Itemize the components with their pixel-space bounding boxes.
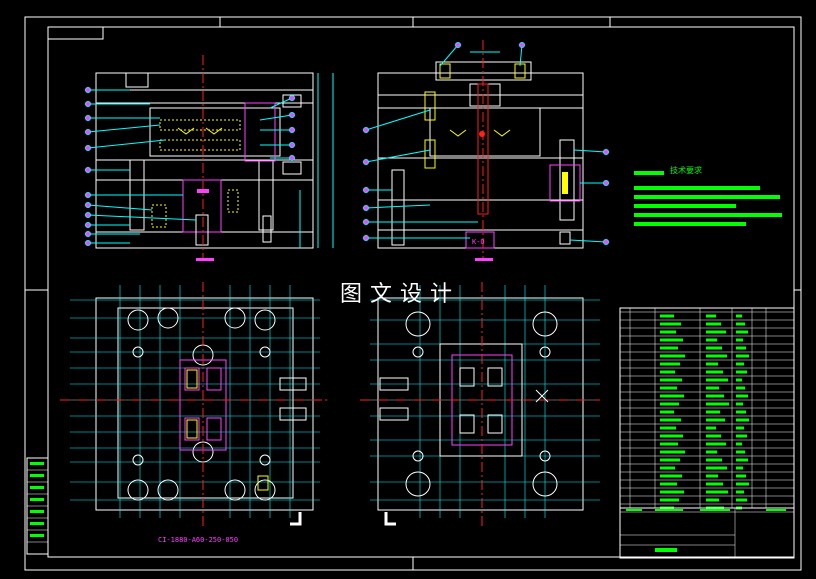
bom-cell-text — [736, 426, 744, 430]
bom-cell-text — [706, 466, 727, 470]
bom-cell-text — [736, 378, 742, 382]
bom-cell-text — [706, 442, 726, 446]
side-section-view — [377, 40, 584, 261]
bom-cell-text — [736, 482, 749, 486]
corner-bracket-icon — [384, 512, 396, 526]
bom-cell-text — [706, 386, 719, 390]
bom-cell-text — [736, 314, 742, 318]
tech-req-title: 技术要求 — [670, 166, 702, 175]
bom-cell-text — [706, 410, 720, 414]
bom-cell-text — [736, 418, 749, 422]
bom-cell-text — [660, 426, 676, 430]
leader-balloons-side — [363, 42, 609, 245]
bom-cell-text — [660, 338, 683, 342]
bom-cell-text — [660, 346, 678, 350]
bom-cell-text — [736, 330, 748, 334]
bom-cell-text — [706, 346, 722, 350]
bom-cell-text — [736, 346, 746, 350]
bom-cell-text — [660, 314, 674, 318]
bom-cell-text — [706, 370, 723, 374]
bom-cell-text — [660, 410, 674, 414]
bom-cell-text — [736, 362, 744, 366]
bom-cell-text — [660, 466, 675, 470]
bom-cell-text — [736, 490, 744, 494]
front-section-view — [95, 55, 334, 261]
bom-cell-text — [736, 394, 748, 398]
bom-cell-text — [706, 426, 716, 430]
bom-cell-text — [660, 330, 676, 334]
bom-cell-text — [736, 386, 745, 390]
bom-cell-text — [706, 362, 718, 366]
bom-cell-text — [660, 378, 682, 382]
bom-cell-text — [660, 490, 684, 494]
bom-cell-text — [706, 378, 728, 382]
moving-half-plan-view — [60, 282, 330, 528]
bom-cell-text — [736, 474, 746, 478]
sheet-center-marks — [25, 17, 801, 570]
bom-cell-text — [706, 418, 725, 422]
section-mark: K-O — [472, 238, 485, 246]
fixed-half-plan-view — [360, 282, 600, 528]
bom-cell-text — [706, 314, 716, 318]
leader-balloons-front — [85, 87, 295, 246]
part-number-label: CI-1880-A60-250-050 — [158, 536, 239, 544]
bom-cell-text — [660, 434, 683, 438]
bom-cell-text — [736, 498, 747, 502]
cross-mark-icon — [535, 389, 549, 403]
bom-cell-text — [660, 498, 679, 502]
bom-cell-text — [660, 418, 681, 422]
bom-cell-text — [736, 410, 746, 414]
bom-cell-text — [660, 362, 680, 366]
bom-cell-text — [736, 354, 749, 358]
bom-cell-text — [660, 370, 675, 374]
bom-cell-text — [706, 482, 723, 486]
bom-cell-text — [736, 458, 748, 462]
technical-requirements-block — [634, 171, 782, 226]
bom-cell-text — [660, 442, 678, 446]
bom-cell-text — [736, 466, 743, 470]
bom-cell-text — [660, 354, 685, 358]
corner-label-box — [47, 26, 104, 40]
bom-cell-text — [706, 338, 717, 342]
bom-cell-text — [736, 434, 747, 438]
watermark-text: 图文设计 — [340, 282, 461, 307]
bom-cell-text — [706, 474, 718, 478]
bom-cell-text — [706, 458, 722, 462]
bom-cell-text — [660, 482, 677, 486]
bom-cell-text — [706, 434, 721, 438]
bom-cell-text — [736, 370, 747, 374]
bill-of-materials — [619, 307, 795, 559]
corner-bracket-icon — [290, 512, 302, 526]
bom-cell-text — [706, 498, 719, 502]
bom-cell-text — [706, 330, 726, 334]
bom-cell-text — [660, 402, 679, 406]
bom-cell-text — [660, 394, 684, 398]
bom-cell-text — [706, 354, 727, 358]
bom-cell-text — [736, 402, 743, 406]
bom-cell-text — [736, 450, 745, 454]
bom-cell-text — [660, 450, 685, 454]
bom-cell-text — [736, 322, 745, 326]
bom-cell-text — [736, 338, 743, 342]
inner-frame — [47, 26, 795, 558]
bom-cell-text — [706, 322, 721, 326]
bom-cell-text — [660, 322, 681, 326]
bom-cell-text — [736, 442, 742, 446]
bom-cell-text — [706, 394, 724, 398]
bom-cell-text — [706, 402, 729, 406]
revision-table — [26, 457, 49, 555]
bom-cell-text — [706, 490, 728, 494]
bom-cell-text — [660, 386, 677, 390]
bom-cell-text — [660, 458, 680, 462]
bom-cell-text — [660, 474, 682, 478]
bom-cell-text — [706, 450, 717, 454]
